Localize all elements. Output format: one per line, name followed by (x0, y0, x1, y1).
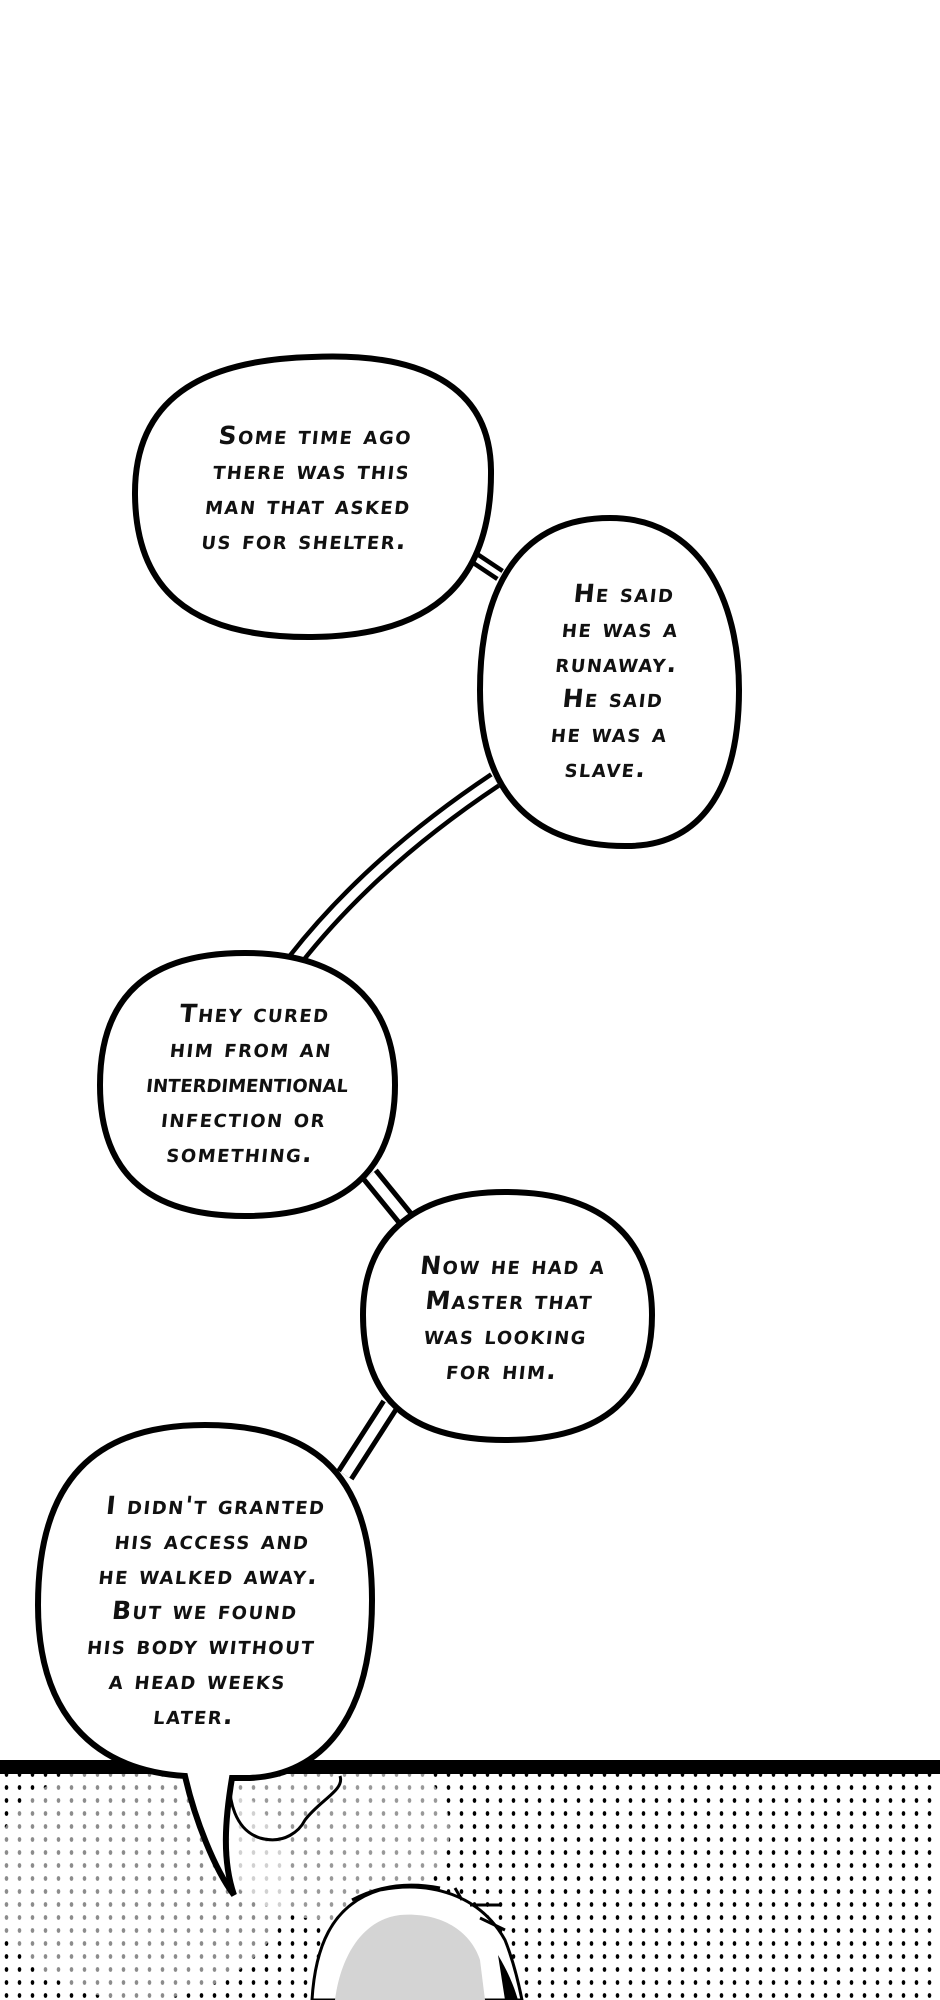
bubble-line: Now he had a (418, 1251, 608, 1280)
bubble-line: a head weeks (107, 1666, 288, 1695)
bubble-line: man that asked (203, 491, 413, 520)
bubble-line: him from an (168, 1034, 334, 1063)
bubble-line: his body without (85, 1631, 317, 1660)
bubble-line: runaway. (554, 649, 680, 678)
bubble-line: he was a (560, 614, 681, 643)
bubble-line: he walked away. (97, 1561, 321, 1590)
bubble-line: was looking (422, 1321, 589, 1350)
speech-bubble-1: Some time ago there was this man that as… (168, 418, 453, 558)
bubble-line: But we found (110, 1596, 300, 1625)
bubble-line: They cured (178, 999, 332, 1028)
character-head (310, 1883, 524, 2000)
bubble-line: Master that (424, 1286, 595, 1315)
bubble-line: he was a (549, 719, 670, 748)
bubble-line: He said (572, 579, 677, 608)
bubble-line: infection or (159, 1104, 328, 1133)
bubble-line: there was this (211, 456, 412, 485)
bubble-line: us for shelter. (200, 526, 409, 555)
bubble-line: later. (151, 1701, 236, 1730)
bubble-line: Some time ago (217, 421, 414, 450)
speech-bubble-3: They cured him from an interdimentional … (101, 996, 394, 1171)
bubble-line: slave. (563, 754, 649, 783)
bubble-line: for him. (444, 1356, 560, 1385)
speech-bubble-5: I didn't granted his access and he walke… (47, 1488, 363, 1733)
speech-bubble-4: Now he had a Master that was looking for… (378, 1248, 638, 1388)
bubble-line: He said (561, 684, 666, 713)
bubble-line: his access and (113, 1526, 312, 1555)
connectors (287, 549, 504, 1481)
bubble-line: interdimentional (145, 1069, 350, 1098)
speech-bubble-2: He said he was a runaway. He said he was… (509, 576, 721, 786)
speech-bubble-shapes (34, 353, 743, 1897)
bubble-line: something. (165, 1139, 316, 1168)
bubble-line: I didn't granted (104, 1491, 328, 1520)
